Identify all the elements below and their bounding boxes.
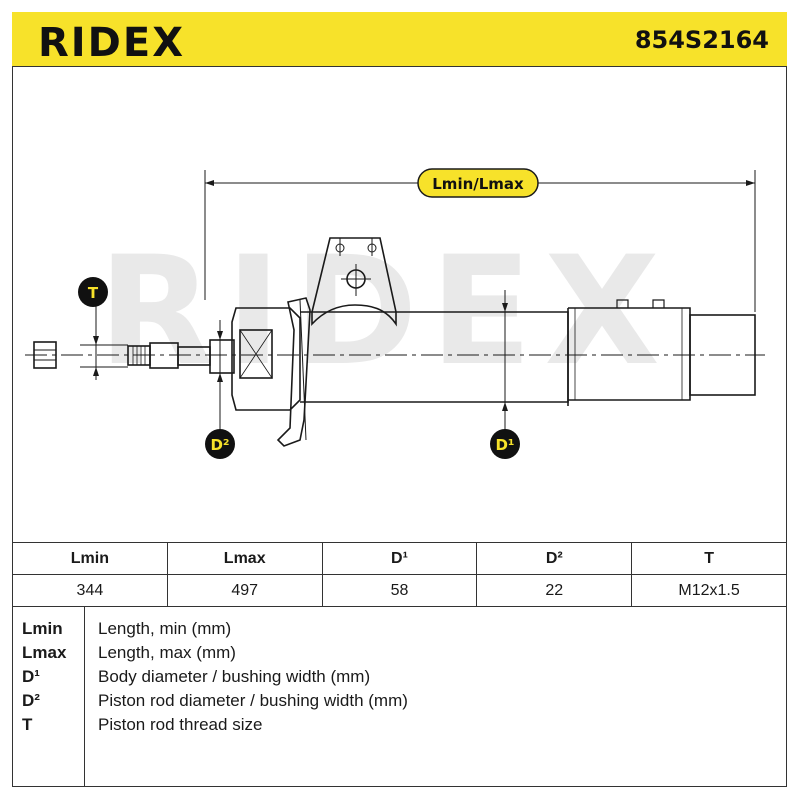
strut-mount [231,307,301,411]
legend-divider [84,607,85,787]
thread-badge-label: T [88,284,99,302]
spec-header-lmax: Lmax [166,542,323,575]
spec-value-t: M12x1.5 [631,574,787,607]
spec-value-lmin: 344 [12,574,168,607]
spec-table: Lmin Lmax D¹ D² T 344 497 58 22 M12x1.5 [12,542,787,607]
spec-header-d2: D² [476,542,633,575]
stud-left [616,299,629,308]
legend-key: D¹ [22,667,40,686]
length-badge-label: Lmin/Lmax [432,175,524,193]
rod-diameter-badge: D² [205,429,235,459]
brand-logo: RIDEX [38,20,186,66]
length-arrow-right [746,180,755,186]
shock-absorber-drawing: Lmin/Lmax T D² D¹ [25,168,765,459]
legend-desc: Length, min (mm) [98,619,232,638]
legend-key: T [22,715,33,734]
spring-seat [276,297,311,447]
thread-badge: T [78,277,108,307]
legend-desc: Body diameter / bushing width (mm) [98,667,371,686]
rod-diameter-badge-label: D² [210,436,229,454]
spec-value-row: 344 497 58 22 M12x1.5 [12,574,787,607]
legend-desc: Piston rod thread size [98,715,263,734]
spec-header-row: Lmin Lmax D¹ D² T [12,542,787,575]
legend-desc: Length, max (mm) [98,643,236,662]
length-badge: Lmin/Lmax [417,168,539,198]
part-number: 854S2164 [634,26,769,54]
spec-value-lmax: 497 [166,574,323,607]
body-diameter-badge-label: D¹ [495,436,514,454]
length-arrow-left [205,180,214,186]
body-diameter-badge: D¹ [490,429,520,459]
body-lower-end [689,314,756,396]
spec-value-d2: 22 [476,574,633,607]
body-tube [300,311,569,403]
spec-header-lmin: Lmin [12,542,168,575]
nut [33,341,57,369]
legend-desc: Piston rod diameter / bushing width (mm) [98,691,408,710]
legend-key: Lmax [22,643,67,662]
stud-right [652,299,665,308]
legend-key: Lmin [22,619,63,638]
spec-value-d1: 58 [321,574,478,607]
legend-panel: Lmin Length, min (mm) Lmax Length, max (… [12,606,787,787]
spec-header-d1: D¹ [321,542,478,575]
header-bar: RIDEX 854S2164 [12,12,787,67]
spec-header-t: T [631,542,787,575]
knuckle-bracket [311,237,397,327]
legend-key: D² [22,691,40,710]
